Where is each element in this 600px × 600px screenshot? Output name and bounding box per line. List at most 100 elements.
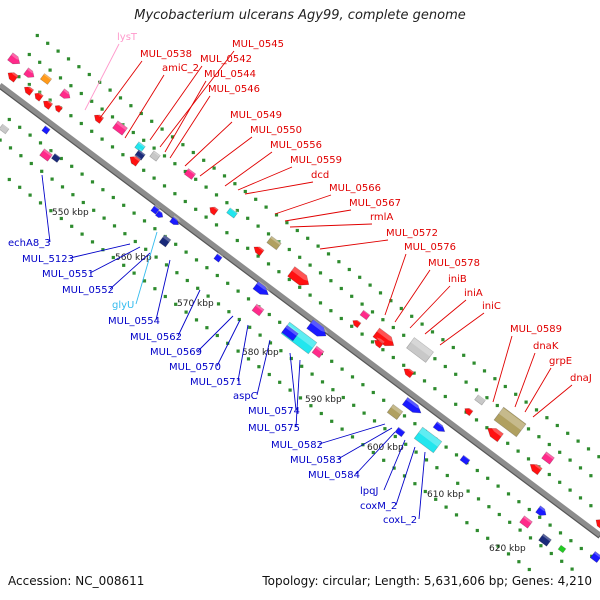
tick-dot: [514, 392, 518, 396]
gene-highlight: [44, 124, 52, 130]
tick-dot: [160, 127, 164, 131]
gene-shape: [474, 394, 486, 406]
gene-highlight: [291, 266, 311, 282]
gene-shape: [406, 337, 434, 363]
callout-bottom-5: MUL_0554: [108, 259, 171, 327]
gene-highlight: [45, 98, 54, 106]
tick-dot: [289, 356, 293, 361]
gene-shape: [372, 327, 395, 347]
gene-highlight: [43, 147, 54, 157]
callout-top-23: grpE: [524, 356, 572, 413]
callout-line: [155, 259, 171, 321]
tick-dot: [298, 285, 302, 289]
tick-dot: [434, 497, 438, 501]
callout-line: [184, 121, 233, 167]
tick-dot: [339, 286, 343, 291]
gene-shape: [43, 100, 54, 110]
tick-dot: [444, 445, 448, 449]
gene-highlight: [436, 420, 447, 429]
callout-label: iniB: [448, 274, 467, 285]
callout-top-3: MUL_0542: [149, 54, 252, 141]
tick-dot: [308, 293, 312, 297]
tick-dot: [347, 267, 351, 272]
tick-dot: [560, 559, 564, 563]
callout-line: [177, 289, 201, 337]
tick-dot: [539, 544, 543, 548]
tick-dot: [205, 266, 209, 270]
tick-dot: [320, 380, 325, 384]
tick-dot: [38, 90, 42, 94]
tick-dot: [372, 419, 377, 423]
gene-shape: [557, 544, 567, 554]
gene-highlight: [54, 151, 62, 159]
tick-dot: [350, 375, 355, 379]
gene-highlight: [270, 235, 283, 246]
scale-label: 590 kbp: [305, 395, 342, 405]
gene-feature: [352, 317, 363, 329]
gene-feature: [493, 406, 527, 438]
gene-shape: [169, 216, 180, 226]
map-title: Mycobacterium ulcerans Agy99, complete g…: [134, 8, 466, 23]
tick-dot: [443, 364, 447, 369]
tick-dot: [538, 515, 542, 519]
tick-dot: [108, 88, 112, 92]
tick-dot: [306, 236, 310, 240]
tick-dot: [506, 441, 510, 445]
tick-dot: [382, 458, 386, 462]
gene-feature: [487, 425, 504, 443]
gene-shape: [23, 67, 35, 78]
gene-highlight: [216, 252, 224, 258]
scale-label: 550 kbp: [52, 208, 89, 218]
callout-top-14: rmlA: [289, 212, 393, 228]
tick-dot: [267, 312, 271, 317]
scale-label: 570 kbp: [177, 299, 214, 309]
gene-feature: [34, 90, 45, 102]
tick-dot: [576, 439, 580, 443]
callout-label: MUL_0549: [230, 110, 282, 121]
tick-dot: [361, 383, 365, 387]
scale-label: 560 kbp: [115, 253, 152, 263]
gene-feature: [373, 337, 385, 349]
tick-dot: [236, 349, 240, 353]
callout-label: MUL_0567: [349, 198, 401, 209]
tick-dot: [69, 84, 73, 88]
tick-dot: [28, 193, 32, 197]
callout-bottom-11: MUL_0574: [248, 352, 300, 417]
tick-dot: [144, 247, 148, 251]
callout-line: [318, 423, 386, 445]
gene-shape: [432, 421, 446, 432]
tick-dot: [268, 341, 273, 345]
callout-line: [514, 352, 536, 408]
gene-feature: [394, 425, 407, 438]
gene-shape: [252, 281, 269, 296]
tick-dot: [318, 301, 323, 305]
tick-dot: [517, 560, 521, 564]
gene-feature: [253, 244, 266, 257]
tick-dot: [38, 60, 42, 64]
tick-dot: [204, 215, 208, 219]
tick-dot: [7, 117, 11, 122]
gene-highlight: [27, 66, 37, 75]
tick-dot: [393, 434, 397, 439]
gene-highlight: [96, 112, 105, 120]
tick-dot: [243, 189, 247, 194]
callout-line: [197, 315, 234, 352]
gene-shape: [24, 86, 35, 96]
gene-feature: [251, 302, 265, 317]
tick-dot: [215, 273, 219, 278]
tick-dot: [508, 520, 512, 524]
tick-dot: [38, 141, 43, 145]
tick-dot: [246, 297, 251, 301]
gene-feature: [41, 124, 52, 135]
gene-shape: [59, 88, 71, 99]
gene-highlight: [489, 425, 504, 437]
tick-dot: [341, 395, 345, 400]
callout-top-5: MUL_0544: [164, 69, 256, 153]
tick-dot: [526, 427, 531, 431]
gene-shape: [589, 550, 600, 564]
tick-dot: [81, 200, 85, 205]
tick-dot: [0, 138, 2, 142]
gene-highlight: [285, 322, 317, 348]
callout-top-11: dcd: [244, 170, 329, 195]
gene-feature: [226, 206, 239, 219]
